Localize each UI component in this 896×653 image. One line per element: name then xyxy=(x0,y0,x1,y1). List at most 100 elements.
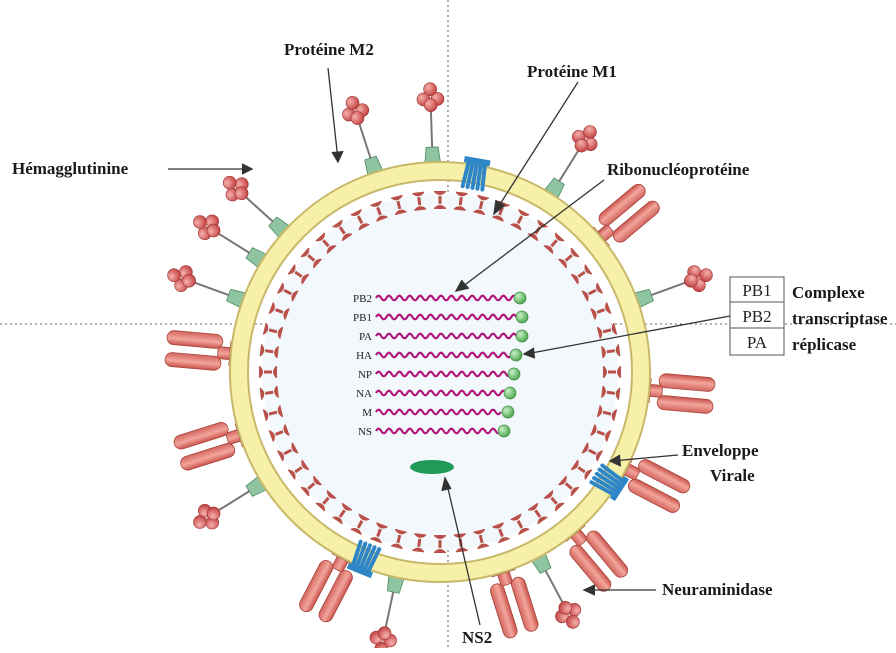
m1-bead xyxy=(370,522,388,544)
m1-bead xyxy=(350,208,370,231)
m1-bead xyxy=(453,191,468,211)
polymerase-complex xyxy=(509,348,523,362)
m1-bead xyxy=(434,535,446,553)
m1-bead xyxy=(473,194,490,216)
rnp-segment-ha: HA xyxy=(356,348,523,362)
label-proteine-m1: Protéine M1 xyxy=(527,62,617,81)
segment-label: PB1 xyxy=(353,312,372,324)
rna-coil xyxy=(375,332,518,340)
label-complexe: Complexe xyxy=(792,283,865,302)
segment-label: HA xyxy=(356,350,372,362)
segment-label: PA xyxy=(359,331,372,343)
m1-bead xyxy=(527,502,548,525)
segment-label: NA xyxy=(356,388,372,400)
m1-bead xyxy=(570,459,593,480)
m1-bead xyxy=(492,522,510,544)
box-pb1: PB1 xyxy=(742,281,771,300)
m2-channel xyxy=(589,463,630,502)
m1-bead xyxy=(332,502,353,525)
rna-coil xyxy=(375,408,502,416)
neuraminidase-spike xyxy=(167,265,257,313)
m1-bead xyxy=(570,264,593,285)
rnp-segment-np: NP xyxy=(358,367,521,381)
m1-bead xyxy=(268,302,290,320)
m1-bead xyxy=(412,533,427,553)
m1-bead xyxy=(332,219,353,242)
m1-bead xyxy=(262,322,284,339)
m1-bead xyxy=(596,405,618,422)
label-virale: Virale xyxy=(710,466,755,485)
segment-label: NP xyxy=(358,369,372,381)
segment-label: M xyxy=(362,407,372,419)
rnp-segment-ns: NS xyxy=(358,424,511,438)
polymerase-complex xyxy=(515,310,529,324)
m1-bead xyxy=(390,194,407,216)
rnp-segment-pb1: PB1 xyxy=(353,310,529,324)
label-ribonucleoproteine: Ribonucléoprotéine xyxy=(607,160,750,179)
rna-coil xyxy=(375,370,513,378)
box-pb2: PB2 xyxy=(742,307,771,326)
viral-envelope-fill xyxy=(231,163,649,581)
m1-bead xyxy=(510,208,530,231)
rnp-segment-na: NA xyxy=(356,386,517,400)
label-neuraminidase: Neuraminidase xyxy=(662,580,773,599)
m1-bead xyxy=(601,385,621,400)
m1-bead xyxy=(510,513,530,536)
label-replicase: réplicase xyxy=(792,335,857,354)
rna-coil xyxy=(375,351,513,359)
rnp-segment-pb2: PB2 xyxy=(353,291,527,305)
m1-bead xyxy=(259,366,277,378)
m2-channel xyxy=(346,539,382,579)
m1-bead xyxy=(268,424,290,442)
m2-channels xyxy=(346,156,630,579)
label-transcriptase: transcriptase xyxy=(792,309,888,328)
m1-bead xyxy=(412,191,427,211)
m1-bead xyxy=(543,232,565,254)
neuraminidase-spike xyxy=(623,265,713,313)
m1-bead xyxy=(315,232,337,254)
rna-coil xyxy=(375,294,518,302)
m1-bead xyxy=(596,322,618,339)
m1-bead xyxy=(300,247,322,269)
m1-matrix-ring xyxy=(259,191,621,553)
polymerase-complex xyxy=(513,291,527,305)
polymerase-complex xyxy=(515,329,529,343)
box-pa: PA xyxy=(747,333,768,352)
m1-bead xyxy=(581,282,604,302)
rnp-segment-pa: PA xyxy=(359,329,529,343)
m1-bead xyxy=(558,247,580,269)
m2-channel xyxy=(460,156,491,192)
polymerase-complex xyxy=(503,386,517,400)
m1-bead xyxy=(259,344,279,359)
m1-bead xyxy=(558,475,580,497)
rna-coil xyxy=(375,313,518,321)
m1-bead xyxy=(601,344,621,359)
rna-coil xyxy=(375,427,502,435)
label-enveloppe: Enveloppe xyxy=(682,441,759,460)
neuraminidase-spike xyxy=(416,82,445,174)
m1-bead xyxy=(590,302,612,320)
m1-bead xyxy=(543,490,565,512)
polymerase-complex xyxy=(497,424,511,438)
m1-bead xyxy=(287,264,310,285)
m1-bead xyxy=(287,459,310,480)
label-hemagglutinine: Hémagglutinine xyxy=(12,159,129,178)
polymerase-box: PB1 PB2 PA xyxy=(729,276,785,356)
m1-bead xyxy=(350,513,370,536)
label-arrows xyxy=(168,67,731,626)
m1-bead xyxy=(370,200,388,222)
rna-coil xyxy=(375,389,507,397)
label-ns2: NS2 xyxy=(462,628,492,647)
m1-bead xyxy=(603,366,621,378)
m1-bead xyxy=(581,442,604,462)
polymerase-complex xyxy=(501,405,515,419)
m1-bead xyxy=(590,424,612,442)
ns2-protein xyxy=(410,460,454,474)
m1-bead xyxy=(262,405,284,422)
m1-bead xyxy=(492,200,510,222)
segment-label: NS xyxy=(358,426,372,438)
m1-bead xyxy=(434,191,446,209)
